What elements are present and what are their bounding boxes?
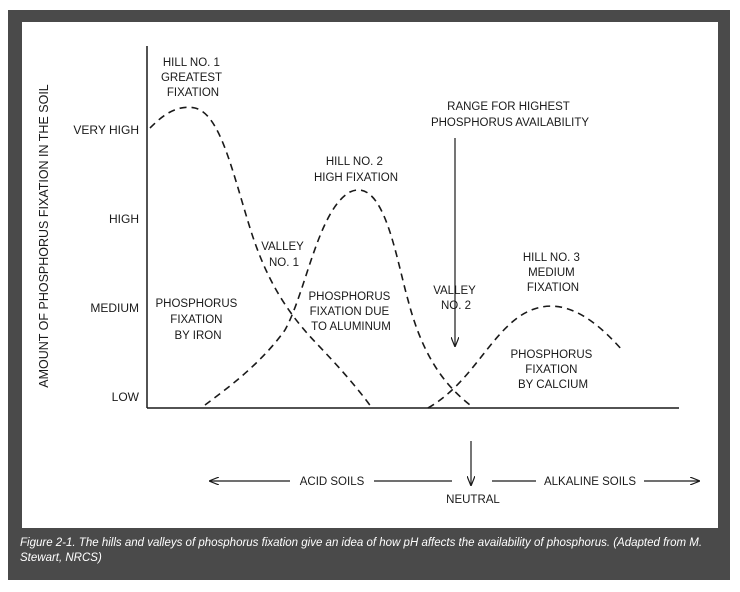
iron-fixation-label: PHOSPHORUS FIXATION BY IRON: [156, 298, 241, 342]
neutral-label: NEUTRAL: [446, 494, 500, 506]
curve-aluminum-fixation: [204, 189, 471, 406]
y-tick-medium: MEDIUM: [90, 301, 139, 315]
figure-caption: Figure 2-1. The hills and valleys of pho…: [20, 537, 703, 564]
acid-soils-label: ACID SOILS: [300, 476, 365, 488]
y-tick-high: HIGH: [109, 212, 139, 226]
hill-1-label: HILL NO. 1 GREATEST FIXATION: [161, 57, 225, 99]
diagram-area: [22, 22, 718, 528]
alkaline-soils-label: ALKALINE SOILS: [544, 476, 636, 488]
valley-1-label: VALLEY NO. 1: [261, 241, 307, 269]
y-tick-very-high: VERY HIGH: [73, 123, 139, 137]
aluminum-fixation-label: PHOSPHORUS FIXATION DUE TO ALUMINUM: [309, 291, 394, 333]
calcium-fixation-label: PHOSPHORUS FIXATION BY CALCIUM: [511, 349, 596, 391]
curve-calcium-fixation: [427, 305, 623, 409]
y-axis-label: AMOUNT OF PHOSPHORUS FIXATION IN THE SOI…: [37, 84, 51, 388]
y-tick-low: LOW: [112, 390, 140, 404]
curve-iron-fixation: [149, 106, 373, 409]
hill-2-label: HILL NO. 2 HIGH FIXATION: [314, 156, 398, 184]
valley-2-label: VALLEY NO. 2: [433, 285, 479, 312]
range-label: RANGE FOR HIGHEST PHOSPHORUS AVAILABILIT…: [431, 101, 589, 129]
hill-3-label: HILL NO. 3 MEDIUM FIXATION: [523, 252, 583, 294]
